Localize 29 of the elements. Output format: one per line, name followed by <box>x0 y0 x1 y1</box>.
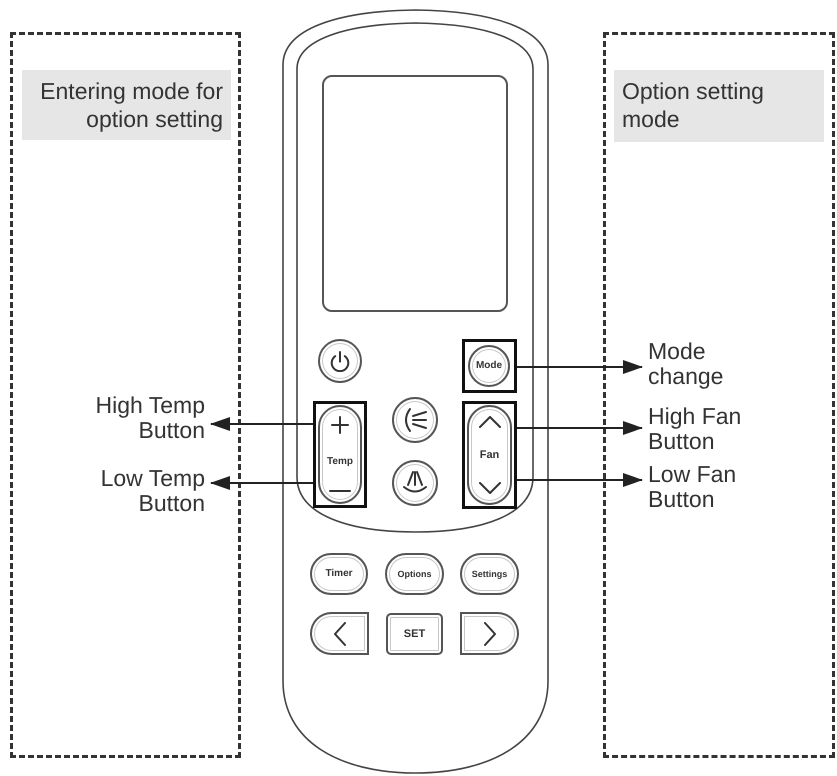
callout-label: Low Temp Button <box>94 466 211 516</box>
callout-label: Low Fan Button <box>642 462 740 512</box>
display-screen <box>322 75 508 312</box>
right-arrow-button <box>460 612 519 655</box>
swing-button <box>392 460 438 506</box>
panel-heading: Entering mode for option setting <box>22 70 231 140</box>
button-label: Fan <box>480 450 500 460</box>
mode-button: Mode <box>468 345 510 387</box>
dashed-panel <box>10 32 241 758</box>
button-label: Temp <box>327 456 353 466</box>
remote-control <box>282 9 549 775</box>
dashed-panel <box>603 32 835 758</box>
set-button: SET <box>386 613 443 655</box>
leader-arrow <box>517 360 643 374</box>
leader-arrow <box>210 476 313 490</box>
options-button: Options <box>385 553 444 595</box>
callout-label: High Fan Button <box>642 404 745 454</box>
leader-arrow <box>210 417 313 431</box>
leader-arrow <box>517 473 643 487</box>
power-button <box>318 339 362 383</box>
panel-heading: Option setting mode <box>614 70 824 142</box>
left-arrow-button <box>310 612 369 655</box>
swing-button <box>392 397 438 443</box>
callout-label: Mode change <box>642 339 727 389</box>
leader-arrow <box>517 421 643 435</box>
callout-label: High Temp Button <box>89 393 211 443</box>
settings-button: Settings <box>460 553 519 595</box>
timer-button: Timer <box>310 553 368 595</box>
highlight-frame <box>462 339 517 393</box>
